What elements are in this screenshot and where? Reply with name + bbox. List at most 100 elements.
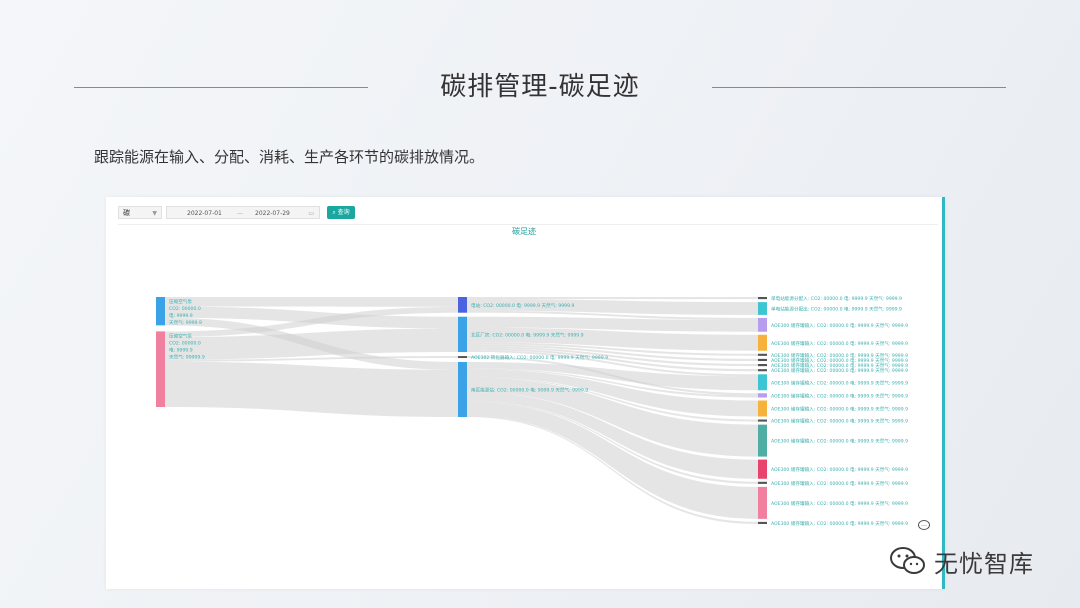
- sankey-link: [467, 310, 758, 321]
- sankey-links: [165, 297, 758, 524]
- sankey-node-label: 单电站能源分配出: CO2: 00000.0 电: 9999.9 天然气: 99…: [771, 306, 902, 313]
- chart-title: 碳足迹: [512, 227, 536, 236]
- date-range-picker[interactable]: 2022-07-01 — 2022-07-29 ▭: [166, 206, 320, 219]
- sankey-node-label: 北区厂房: CO2: 00000.0 电: 9999.9 天然气: 9999.9: [471, 331, 584, 338]
- sankey-link: [467, 362, 758, 391]
- query-button-label: 查询: [337, 209, 350, 216]
- sankey-link: [467, 348, 758, 372]
- sankey-link: [467, 316, 758, 332]
- sankey-link: [165, 356, 458, 362]
- energy-type-value: 碳: [123, 209, 130, 217]
- sankey-node-label: AOE300 储存罐输入: CO2: 00000.0 电: 9999.9 天然气…: [771, 520, 908, 527]
- sankey-node-label: 电: 9999.9: [169, 312, 193, 319]
- sankey-node-label: AOE300 储存罐输入: CO2: 00000.0 电: 9999.9 天然气…: [771, 340, 908, 347]
- sankey-link: [467, 327, 758, 351]
- sankey-node[interactable]: [758, 334, 767, 351]
- date-start: 2022-07-01: [187, 210, 222, 217]
- sankey-node-label: 南区能源站: CO2: 00000.0 电: 9999.9 天然气: 9999.…: [471, 387, 588, 394]
- search-icon: ⌕: [332, 209, 336, 216]
- sankey-link: [467, 391, 758, 479]
- title-line-right: [712, 87, 1006, 88]
- filter-toolbar: 碳 ▼ 2022-07-01 — 2022-07-29 ▭ ⌕ 查询: [106, 197, 942, 225]
- sankey-link: [467, 298, 758, 315]
- sankey-link: [467, 368, 758, 398]
- sankey-node[interactable]: [758, 521, 767, 524]
- chevron-down-icon: ▼: [152, 210, 157, 217]
- sankey-node-label: 电站: CO2: 00000.0 电: 9999.9 天然气: 9999.9: [471, 302, 574, 309]
- sankey-node[interactable]: [156, 331, 165, 407]
- sankey-link: [467, 342, 758, 356]
- sankey-link: [165, 328, 458, 360]
- sankey-node-label: 压缩空气泵: [169, 298, 192, 305]
- sankey-node[interactable]: [458, 297, 467, 313]
- sankey-node-label: AOE300 储存罐输入: CO2: 00000.0 电: 9999.9 天然气…: [771, 379, 908, 386]
- sankey-link: [165, 297, 458, 307]
- sankey-link: [467, 400, 758, 484]
- page-subtitle: 跟踪能源在输入、分配、消耗、生产各环节的碳排放情况。: [94, 148, 485, 166]
- sankey-node-label: AOE300 储存罐输入: CO2: 00000.0 电: 9999.9 天然气…: [771, 466, 908, 473]
- sankey-link: [467, 350, 758, 377]
- wechat-icon: [890, 547, 925, 574]
- date-separator: —: [237, 210, 243, 217]
- sankey-node[interactable]: [758, 353, 767, 356]
- sankey-link: [467, 401, 758, 519]
- watermark-text: 无忧智库: [934, 549, 1034, 578]
- sankey-node[interactable]: [758, 393, 767, 398]
- sankey-node-label: AOE300 储存罐输入: CO2: 00000.0 电: 9999.9 天然气…: [771, 352, 908, 359]
- sankey-node[interactable]: [458, 356, 467, 359]
- sankey-node-label: AOE302 转化器输入: CO2: 00000.0 电: 9999.9 天然气…: [471, 354, 608, 361]
- sankey-node-label: AOE300 储存罐输入: CO2: 00000.0 电: 9999.9 天然气…: [771, 406, 908, 413]
- sankey-link: [467, 346, 758, 367]
- sankey-link: [467, 376, 758, 422]
- watermark: 无忧智库: [888, 544, 1034, 578]
- sankey-node-label: AOE300 储存罐输入: CO2: 00000.0 电: 9999.9 天然气…: [771, 438, 908, 445]
- query-button[interactable]: ⌕ 查询: [327, 206, 355, 219]
- energy-type-select[interactable]: 碳 ▼: [118, 206, 162, 219]
- sankey-link: [467, 344, 758, 362]
- sankey-node[interactable]: [758, 419, 767, 422]
- sankey-link: [165, 306, 458, 338]
- sankey-node[interactable]: [758, 358, 767, 362]
- page-title: 碳排管理-碳足迹: [440, 72, 640, 102]
- sankey-link: [467, 369, 758, 417]
- sankey-node-label: AOE300 储存罐输入: CO2: 00000.0 电: 9999.9 天然气…: [771, 322, 908, 329]
- sankey-node-label: 单电站能源分配入: CO2: 00000.0 电: 9999.9 天然气: 99…: [771, 295, 902, 302]
- sankey-node-label: CO2: 00000.0: [169, 306, 201, 312]
- sankey-link: [467, 297, 758, 300]
- sankey-node[interactable]: [758, 297, 767, 300]
- sankey-node-label: AOE300 储存罐输入: CO2: 00000.0 电: 9999.9 天然气…: [771, 362, 908, 369]
- sankey-link: [165, 361, 458, 417]
- carbon-footprint-panel: 碳 ▼ 2022-07-01 — 2022-07-29 ▭ ⌕ 查询 碳足迹 压…: [106, 197, 945, 589]
- sankey-node-label: AOE300 储存罐输入: CO2: 00000.0 电: 9999.9 天然气…: [771, 418, 908, 425]
- sankey-node[interactable]: [758, 317, 767, 332]
- sankey-node[interactable]: [758, 481, 767, 484]
- sankey-node-label: 天然气: 99999.9: [169, 353, 205, 360]
- sankey-link: [467, 416, 758, 524]
- chat-bubble-icon[interactable]: …: [918, 520, 930, 530]
- sankey-node-label: AOE300 储存罐输入: CO2: 00000.0 电: 9999.9 天然气…: [771, 392, 908, 399]
- sankey-node-label: 压缩空气泵: [169, 332, 192, 339]
- sankey-node[interactable]: [458, 362, 467, 417]
- sankey-node[interactable]: [458, 316, 467, 353]
- sankey-node[interactable]: [758, 364, 767, 367]
- title-line-left: [74, 87, 368, 88]
- sankey-node-label: CO2: 00000.0: [169, 340, 201, 346]
- sankey-node[interactable]: [758, 424, 767, 457]
- sankey-node-label: AOE300 储存罐输入: CO2: 00000.0 电: 9999.9 天然气…: [771, 480, 908, 487]
- sankey-node[interactable]: [758, 400, 767, 417]
- sankey-node[interactable]: [758, 486, 767, 519]
- sankey-node-label: AOE300 储存罐输入: CO2: 00000.0 电: 9999.9 天然气…: [771, 500, 908, 507]
- sankey-link: [467, 377, 758, 457]
- sankey-node[interactable]: [758, 369, 767, 372]
- sankey-link: [165, 306, 458, 329]
- sankey-node-label: 天然气: 9999.9: [169, 319, 202, 326]
- sankey-node-label: 电: 9999.9: [169, 346, 193, 353]
- sankey-node-label: AOE300 储存罐输入: CO2: 00000.0 电: 9999.9 天然气…: [771, 357, 908, 364]
- calendar-icon: ▭: [308, 210, 314, 217]
- sankey-node[interactable]: [758, 374, 767, 391]
- sankey-node[interactable]: [758, 459, 767, 479]
- sankey-node[interactable]: [758, 302, 767, 315]
- sankey-node[interactable]: [156, 297, 165, 326]
